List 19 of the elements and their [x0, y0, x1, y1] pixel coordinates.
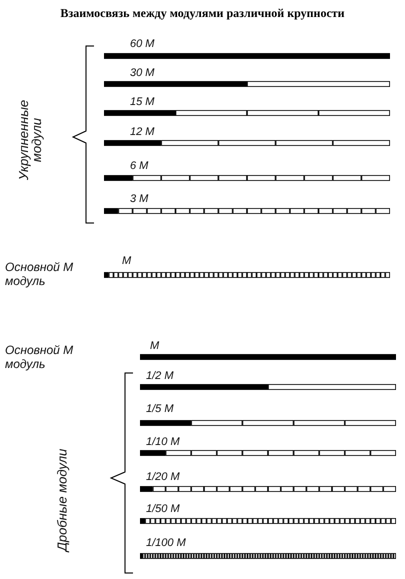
module-label: 60 M [130, 38, 154, 50]
module-label: 12 M [130, 126, 154, 138]
module-label: M [122, 255, 132, 267]
row-label: Основной M модуль [5, 343, 74, 371]
group-label: Укрупненные модули [17, 98, 43, 182]
module-label: 1/10 M [146, 436, 180, 448]
module-label: 6 M [130, 160, 148, 172]
group-label: Дробные модули [56, 448, 68, 554]
title: Взаимосвязь между модулями различной крупности [59, 6, 346, 21]
module-label: 1/5 M [146, 403, 174, 415]
module-label: 1/2 M [146, 370, 174, 382]
row-label: Основной M модуль [5, 260, 74, 288]
module-label: 3 M [130, 193, 148, 205]
module-label: 1/50 M [146, 503, 180, 515]
module-label: 1/100 M [146, 537, 186, 549]
module-label: 30 M [130, 67, 154, 79]
module-label: M [150, 340, 160, 352]
module-label: 15 M [130, 96, 154, 108]
module-label: 1/20 M [146, 471, 180, 483]
